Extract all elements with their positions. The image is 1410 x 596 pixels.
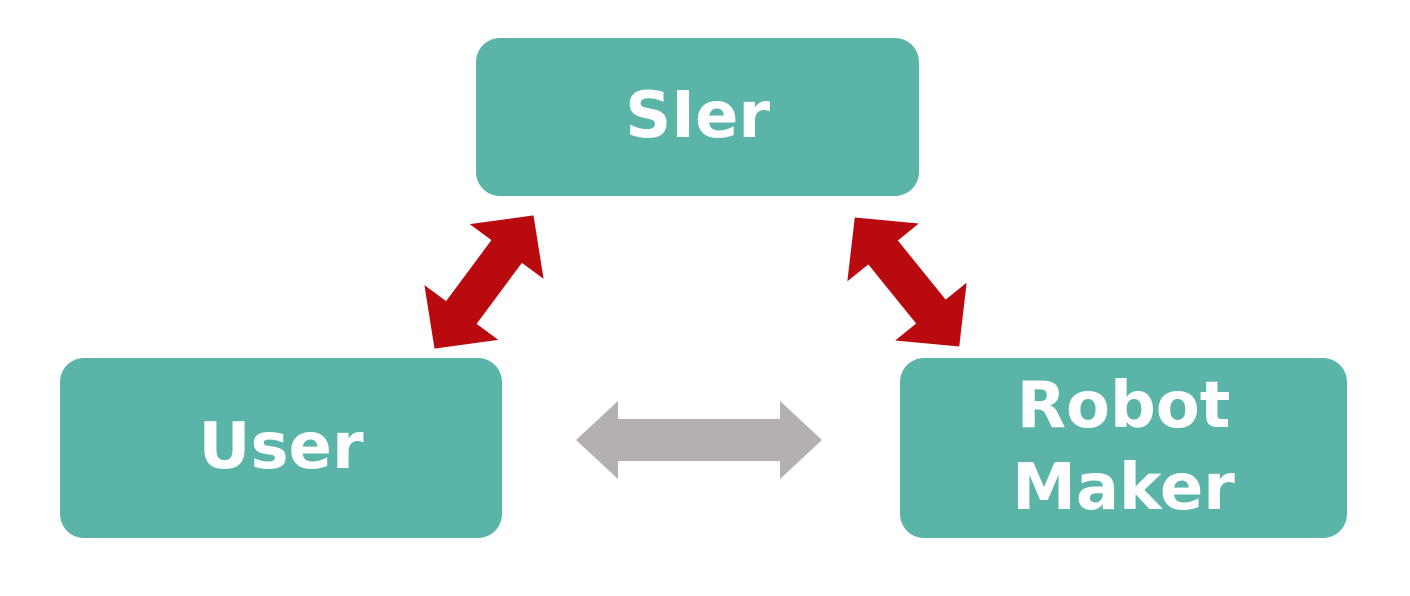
node-sier-label: SIer <box>625 79 770 154</box>
node-user: User <box>60 358 502 538</box>
user-sier-double-arrow <box>424 215 544 349</box>
node-robot-maker-label-line2: Maker <box>1012 451 1235 525</box>
node-user-label: User <box>198 410 364 485</box>
sier-robot-maker-double-arrow <box>847 217 967 347</box>
user-robot-maker-double-arrow <box>576 401 822 479</box>
node-robot-maker-label-line1: Robot <box>1016 369 1231 444</box>
node-sier: SIer <box>476 38 919 196</box>
